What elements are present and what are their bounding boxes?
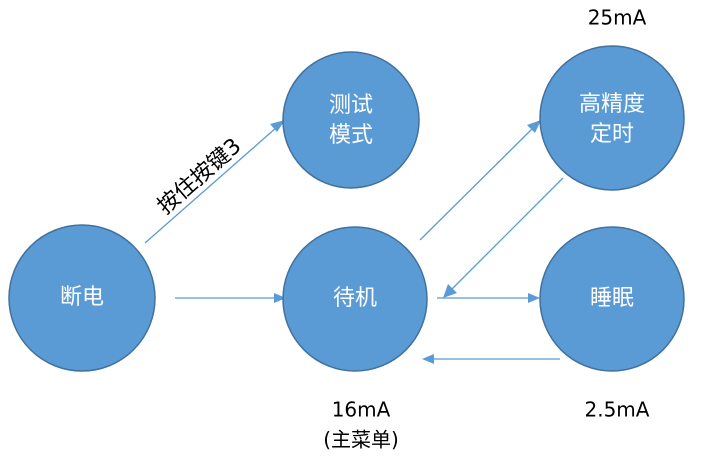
annotation-sleep-current: 2.5mA (585, 398, 650, 422)
annotation-standby-current: 16mA (332, 398, 391, 422)
node-test-mode: 测试 模式 (282, 51, 420, 189)
node-circle-sleep (539, 226, 685, 372)
edge-power-off-to-test-mode (144, 126, 278, 244)
node-standby: 待机 (282, 226, 428, 372)
edges (144, 120, 564, 364)
node-label-sleep: 睡眠 (590, 286, 634, 311)
annotation-standby-note: (主菜单) (323, 428, 399, 452)
node-precise-timing: 高精度 定时 (539, 45, 685, 191)
edge-standby-to-precise-timing (419, 127, 534, 241)
node-label-precise-timing-line1: 高精度 (579, 92, 645, 117)
arrowhead-standby (274, 293, 286, 303)
node-circle-test-mode (282, 51, 420, 189)
arrowhead-test-mode (270, 120, 285, 132)
arrowhead-sleep (528, 293, 540, 303)
node-label-precise-timing-line2: 定时 (590, 122, 634, 147)
node-sleep: 睡眠 (539, 226, 685, 372)
edge-precise-timing-to-standby (450, 177, 564, 291)
node-power-off: 断电 (8, 224, 156, 372)
node-label-power-off: 断电 (60, 285, 104, 310)
node-circle-precise-timing (539, 45, 685, 191)
node-circle-power-off (8, 224, 156, 372)
node-circle-standby (282, 226, 428, 372)
arrowhead-standby-from-sleep (422, 354, 434, 364)
node-label-standby: 待机 (333, 286, 377, 311)
arrowhead-precise-timing (527, 120, 541, 133)
node-label-test-mode-line1: 测试 (329, 93, 373, 118)
edge-label-hold-key: 按住按键3 (153, 134, 246, 220)
arrowhead-standby-return (443, 284, 457, 298)
annotation-precise-timing-current: 25mA (588, 6, 647, 30)
node-label-test-mode-line2: 模式 (329, 123, 373, 148)
